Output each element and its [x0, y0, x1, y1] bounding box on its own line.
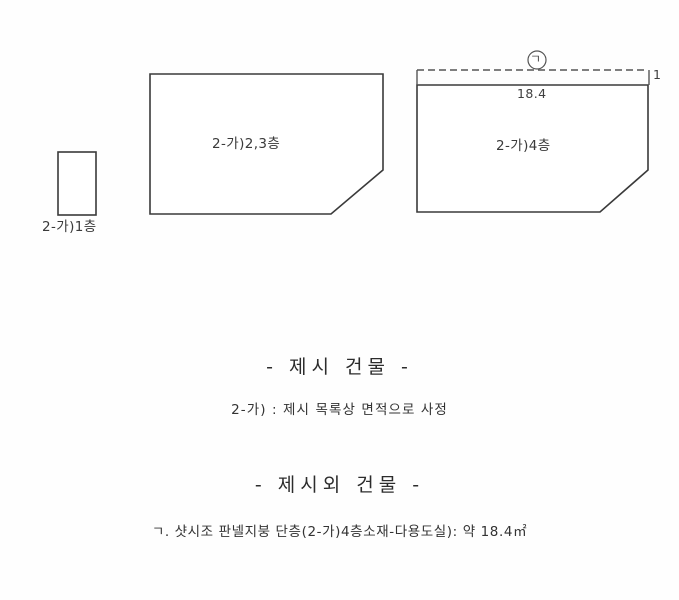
building-diagram	[57, 50, 650, 216]
section-note-presented-building: 2-가) : 제시 목록상 면적으로 사정	[0, 402, 679, 418]
dimension-label-side: 1	[653, 67, 662, 82]
shape-label-floor23: 2-가)2,3층	[212, 136, 281, 152]
shape-floor4-polygon	[416, 84, 649, 213]
section-note-unlisted-building: ㄱ. 샷시조 판넬지붕 단층(2-가)4층소재-다용도실): 약 18.4㎡	[0, 524, 679, 540]
annex-marker-label: ㄱ	[530, 52, 542, 66]
section-note-text: ㄱ. 샷시조 판넬지붕 단층(2-가)4층소재-다용도실): 약 18.4㎡	[151, 524, 528, 540]
shape-floor1-rect	[57, 151, 97, 216]
shape-label-floor1: 2-가)1층	[42, 219, 97, 235]
section-heading-text: - 제시 건물 -	[266, 356, 413, 378]
section-heading-unlisted-building: - 제시외 건물 -	[0, 476, 679, 495]
section-heading-presented-building: - 제시 건물 -	[0, 358, 679, 377]
section-note-text: 2-가) : 제시 목록상 면적으로 사정	[231, 402, 448, 418]
dimension-label-width: 18.4	[517, 86, 547, 101]
section-heading-text: - 제시외 건물 -	[254, 474, 425, 496]
annex-marker-circle	[527, 50, 547, 70]
shape-floor23-polygon	[149, 73, 384, 215]
shape-label-floor4: 2-가)4층	[496, 138, 551, 154]
